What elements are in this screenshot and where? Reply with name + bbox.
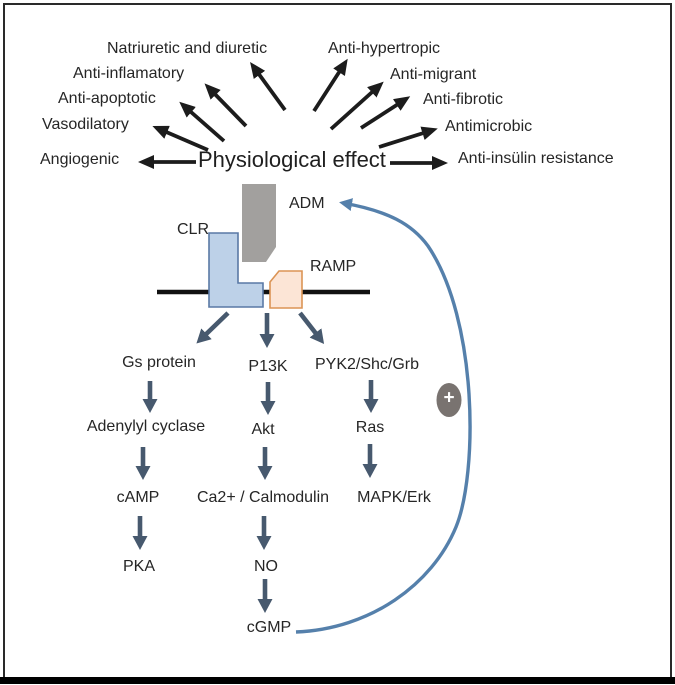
- node-ras: Ras: [355, 419, 385, 436]
- effect-label-vasodilatory: Vasodilatory: [42, 116, 129, 133]
- figure-title: Physiological effect: [198, 147, 386, 172]
- clr-receptor-shape: [208, 232, 264, 308]
- effect-label-anti-migrant: Anti-migrant: [390, 66, 477, 83]
- adm-label: ADM: [289, 195, 325, 212]
- effect-arrow-natriuretic: [250, 61, 287, 112]
- effect-label-anti-inflamatory: Anti-inflamatory: [73, 65, 185, 82]
- node-adenylyl-cyclase: Adenylyl cyclase: [86, 418, 206, 435]
- clr-label: CLR: [177, 221, 210, 238]
- node-gs-protein: Gs protein: [122, 354, 196, 371]
- node-akt: Akt: [251, 421, 275, 438]
- plus-icon: +: [443, 387, 455, 409]
- arrow-receptor-to-gs: [196, 311, 230, 344]
- effect-label-anti-insulin-resistance: Anti-insülin resistance: [458, 150, 614, 167]
- effect-arrow-anti-migrant: [329, 81, 384, 131]
- ramp-label: RAMP: [310, 258, 357, 275]
- effect-arrow-antimicrobic: [378, 126, 438, 149]
- effect-arrow-anti-inflamatory: [204, 83, 248, 128]
- arrow-receptor-to-pyk2: [298, 311, 325, 344]
- effect-label-antimicrobic: Antimicrobic: [445, 118, 533, 135]
- node-camp: cAMP: [116, 489, 160, 506]
- figure-bottom-border: [0, 677, 675, 684]
- effect-label-angiogenic: Angiogenic: [40, 151, 120, 168]
- node-mapk-erk: MAPK/Erk: [357, 489, 431, 506]
- node-ca-calmodulin: Ca2+ / Calmodulin: [196, 489, 330, 506]
- figure-border: [3, 3, 672, 677]
- effect-label-anti-fibrotic: Anti-fibrotic: [423, 91, 504, 108]
- effect-arrow-anti-fibrotic: [359, 96, 411, 130]
- node-pyk2-shc-grb: PYK2/Shc/Grb: [314, 356, 420, 373]
- positive-feedback-badge: [436, 383, 462, 417]
- adm-ligand-shape: [242, 184, 276, 262]
- feedback-arrow-cgmp-to-adm: [295, 198, 472, 634]
- effect-arrow-vasodilatory: [152, 125, 209, 152]
- node-pka: PKA: [122, 558, 156, 575]
- effect-arrow-anti-apoptotic: [179, 101, 226, 143]
- node-pi3k: P13K: [248, 358, 288, 375]
- node-no: NO: [254, 558, 278, 575]
- effect-arrow-anti-hypertropic: [312, 58, 348, 113]
- effect-label-anti-apoptotic: Anti-apoptotic: [58, 90, 156, 107]
- effect-label-natriuretic: Natriuretic and diuretic: [107, 40, 268, 57]
- effect-label-anti-hypertropic: Anti-hypertropic: [328, 40, 441, 57]
- ramp-coreceptor-shape: [269, 270, 303, 309]
- node-cgmp: cGMP: [246, 619, 292, 636]
